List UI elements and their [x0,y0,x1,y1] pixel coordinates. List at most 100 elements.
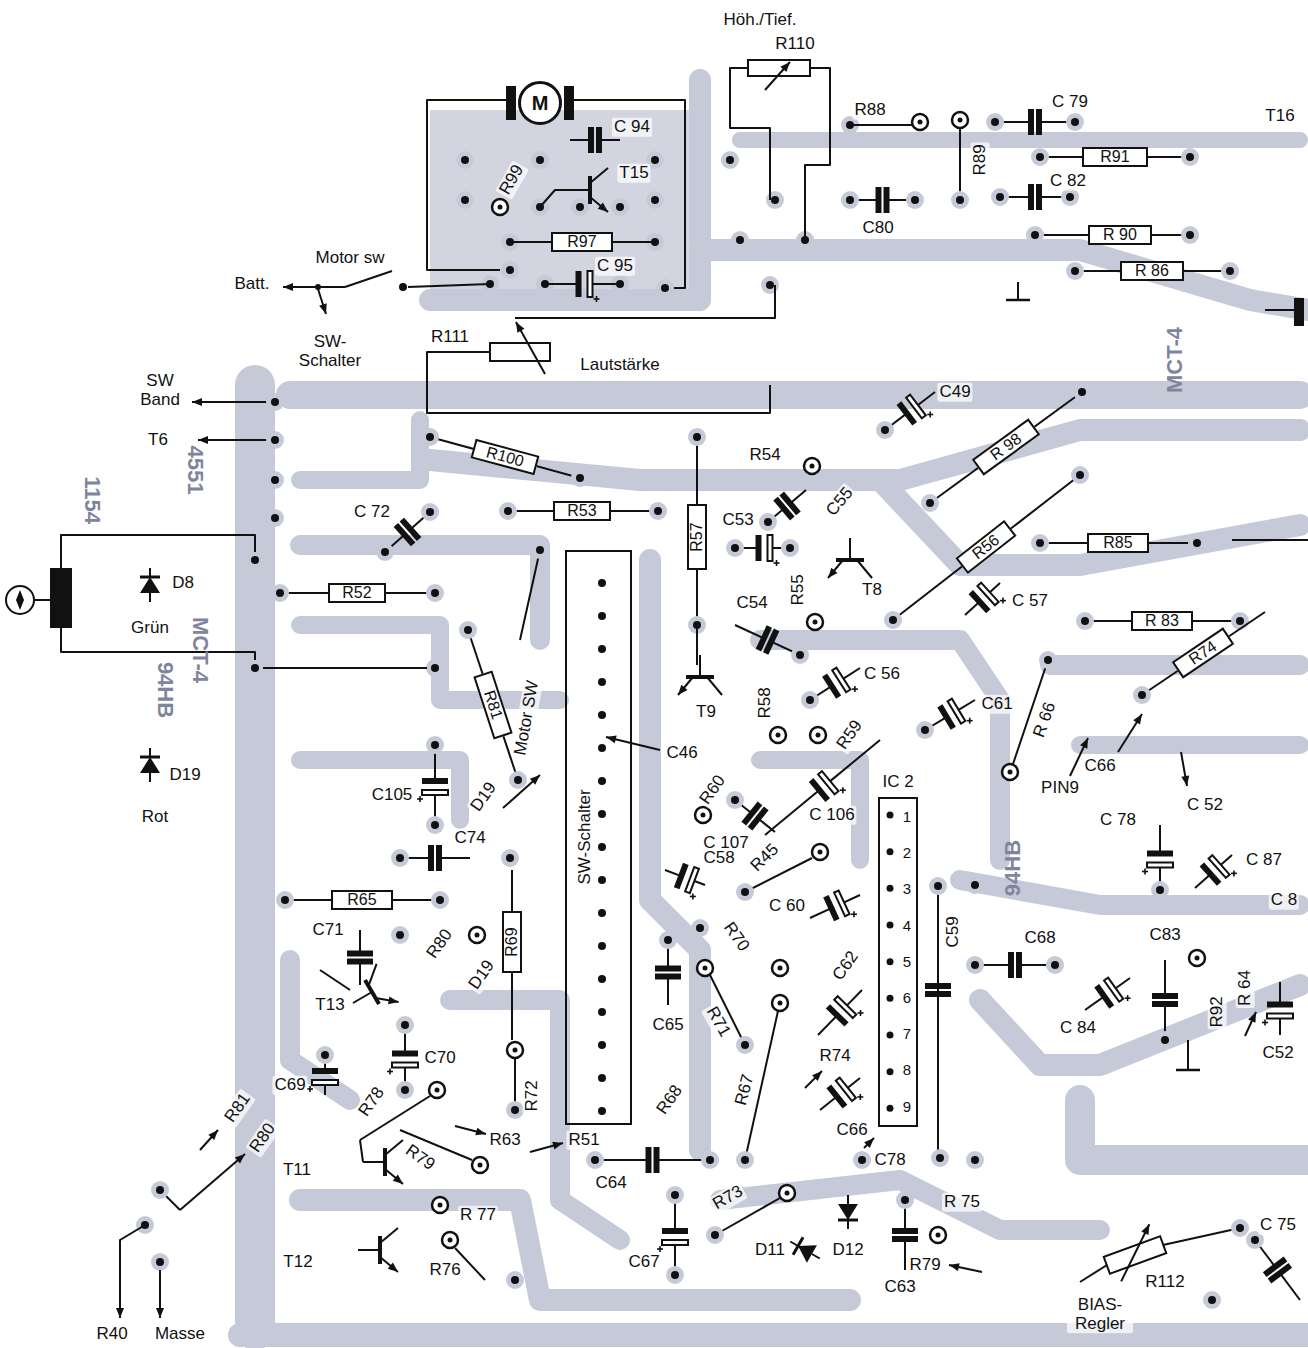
part-label: Motor SW [511,677,543,759]
part-label: D11 [753,1241,787,1260]
solder-pad [611,198,629,216]
solder-hole [926,499,934,507]
solder-pad [1066,262,1084,280]
part-label: PIN9 [1039,779,1081,798]
solder-hole [576,474,584,482]
wire [345,271,392,287]
capacitor-plate [925,983,951,989]
solder-pad [426,816,444,834]
part-label: C66 [834,1121,869,1140]
solder-hole [401,1021,409,1029]
diode-lead [847,1195,849,1204]
transistor-emitter [590,197,608,212]
solder-hole [426,433,434,441]
electrolytic-plate [1104,978,1123,1002]
pcb-area [430,110,690,295]
transistor-symbol [568,168,608,212]
polarity-mark [860,1010,862,1016]
solder-hole [271,514,279,522]
resistor-symbol: R57 [687,504,707,570]
part-name: R85 [1103,534,1132,552]
arrow-head [385,994,399,1007]
pcb-trace [430,250,1308,310]
wire [599,139,620,141]
pcb-trace [290,381,1300,409]
solder-pad [1066,113,1084,131]
solder-pad [456,151,474,169]
solder-pad [759,513,777,531]
solder-hole [431,664,439,672]
part-label: C46 [664,744,699,763]
ic-pin-dot [887,1032,894,1039]
wire [893,475,1080,620]
solder-hole [1226,267,1234,275]
part-label: T13 [313,996,346,1015]
polarity-mark [389,1069,391,1075]
solder-hole [1036,539,1044,547]
test-point [697,960,713,976]
test-point-hole [778,966,783,971]
test-point [429,1082,445,1098]
solder-pad [841,191,859,209]
test-point [772,960,788,976]
polarity-mark [659,1246,661,1252]
capacitor-plate [756,535,762,561]
solder-hole [741,888,749,896]
part-name: R56 [969,531,1003,563]
wire [959,700,975,710]
solder-pad [276,891,294,909]
part-label: R88 [852,101,887,120]
solder-pad [966,956,984,974]
part-label: C 79 [1050,93,1090,112]
part-label: C69 [272,1076,307,1095]
solder-pad [951,191,969,209]
polarity-mark [1233,870,1235,876]
solder-pad [691,919,709,937]
diode-lead [812,1254,820,1259]
resistor-symbol: R74 [1172,627,1235,678]
part-label: C49 [937,383,972,402]
part-label: C64 [593,1174,628,1193]
solder-hole [536,546,544,554]
electrolytic-plate [832,668,850,693]
wire [61,535,255,568]
potentiometer-symbol [490,343,550,361]
test-point [912,114,928,130]
solder-pad [431,891,449,909]
solder-hole [696,924,704,932]
transistor-base [358,1249,380,1251]
part-label: D8 [170,574,196,593]
solder-pad [688,428,706,446]
solder-pad [499,502,517,520]
solder-hole [431,589,439,597]
transistor-collector [707,677,722,695]
electrolytic-plate [662,1240,688,1245]
part-label: R71 [701,1002,735,1042]
solder-hole [1161,1036,1169,1044]
arrow-head [116,1308,124,1318]
solder-hole [786,544,794,552]
pcb-trace [300,1200,850,1300]
solder-pad [1231,1219,1249,1237]
arrow-head [1133,714,1142,725]
solder-hole [276,589,284,597]
solder-hole [591,1156,599,1164]
part-label: C74 [452,829,487,848]
solder-hole [1236,1224,1244,1232]
test-point-hole [810,464,815,469]
electrolytic-plate [768,535,773,561]
solder-hole [616,203,624,211]
resistor-symbol: R85 [1087,533,1149,553]
arrow-head [828,568,837,578]
capacitor-plate [655,974,681,980]
electrolytic-plate [1267,1014,1293,1019]
solder-hole [426,508,434,516]
part-label: T16 [1263,107,1296,126]
solder-pad [266,471,284,489]
part-label: D19 [167,766,202,785]
wire [959,128,961,198]
ground-symbol [1006,299,1030,302]
ic-pin-dot [887,848,894,855]
solder-hole [1044,656,1052,664]
solder-hole [1193,539,1201,547]
